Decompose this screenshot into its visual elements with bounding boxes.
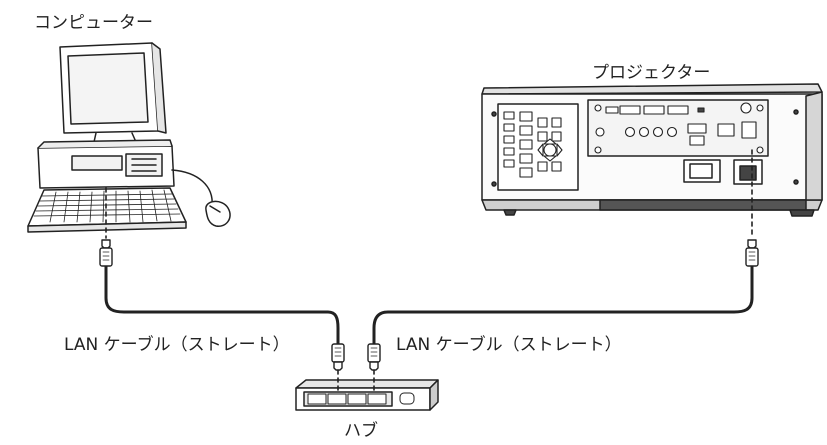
hub-icon xyxy=(295,379,439,411)
projector-label: プロジェクター xyxy=(592,63,711,83)
computer-label: コンピューター xyxy=(34,13,153,33)
lan-cable-label-right: LAN ケーブル（ストレート） xyxy=(396,335,622,355)
computer-icon xyxy=(27,42,231,233)
lan-connector-icon xyxy=(99,239,113,267)
lan-connector-icon xyxy=(331,343,345,371)
lan-connector-icon xyxy=(745,239,759,267)
lan-cable-left xyxy=(104,187,340,395)
projector-icon xyxy=(481,83,823,217)
lan-connector-icon xyxy=(367,343,381,371)
hub-label: ハブ xyxy=(344,421,378,441)
lan-cable-right xyxy=(372,149,754,395)
lan-cable-label-left: LAN ケーブル（ストレート） xyxy=(64,335,290,355)
